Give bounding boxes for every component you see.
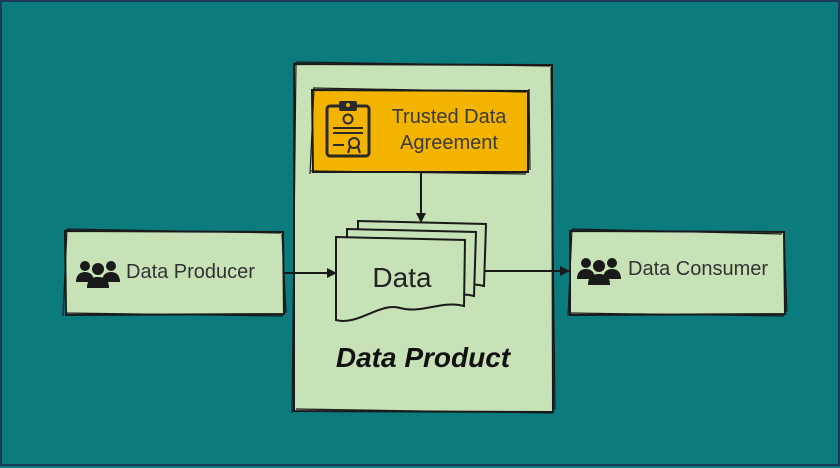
agreement-box-sketch xyxy=(309,87,531,175)
data-product-title: Data Product xyxy=(335,342,511,373)
agreement-label: Trusted Data Agreement xyxy=(374,104,524,156)
data-consumer-label: Data Consumer xyxy=(628,258,769,280)
agreement-label-line1: Trusted Data xyxy=(391,106,507,128)
agreement-label-line2: Agreement xyxy=(400,132,498,154)
data-product-box-sketch xyxy=(291,61,556,414)
data-label: Data xyxy=(372,262,432,293)
people-group-icon xyxy=(577,258,621,285)
data-document-front xyxy=(335,235,467,322)
people-group-icon xyxy=(76,261,120,288)
data-consumer-box xyxy=(569,229,787,317)
data-document-stack xyxy=(335,219,488,322)
data-producer-label: Data Producer xyxy=(126,261,255,283)
certificate-clipboard-icon xyxy=(325,101,371,158)
data-consumer-box-sketch xyxy=(567,228,788,317)
